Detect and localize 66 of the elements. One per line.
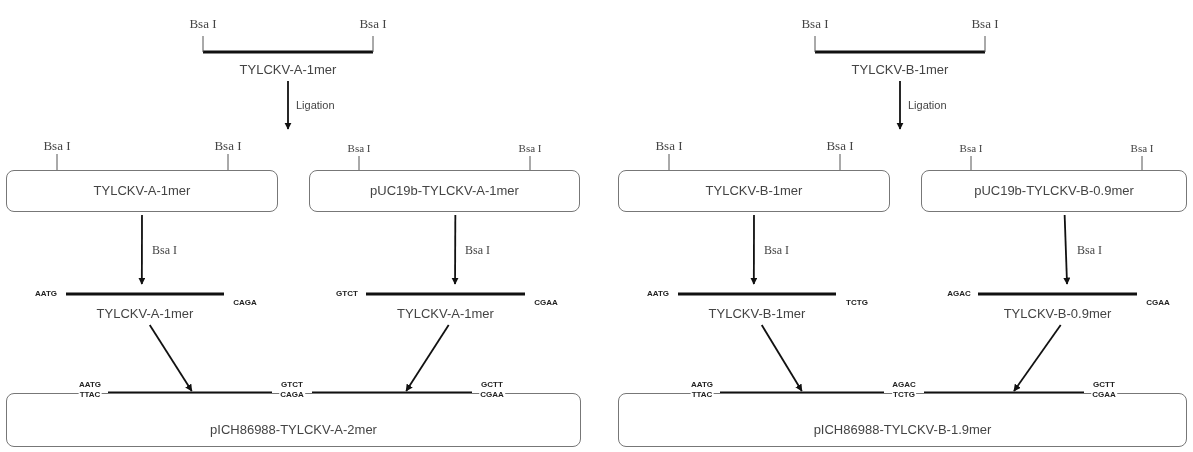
construct-name: TYLCKV-B-1mer: [851, 62, 949, 78]
restriction-site-label: Bsa I: [971, 17, 999, 31]
restriction-site-label: Bsa I: [1130, 141, 1154, 155]
construct-name: pUC19b-TYLCKV-A-1mer: [370, 183, 519, 199]
overhang-sequence: GCTT: [480, 380, 504, 390]
arrow: [760, 324, 803, 392]
plasmid-box: [309, 170, 580, 212]
plasmid-box: [921, 170, 1187, 212]
plasmid-box: [618, 393, 1187, 447]
overhang-sequence: CAGA: [232, 298, 258, 308]
arrow: [451, 214, 459, 285]
overhang-sequence: TTAC: [78, 390, 102, 400]
overhang-sequence: TTAC: [690, 390, 714, 400]
edge-label: Bsa I: [1077, 243, 1102, 257]
restriction-site-label: Bsa I: [347, 141, 371, 155]
arrow: [284, 80, 292, 130]
arrow: [750, 214, 758, 285]
edge-label: Bsa I: [465, 243, 490, 257]
overhang-sequence: CGAA: [1091, 390, 1117, 400]
overhang-sequence: TCTG: [845, 298, 869, 308]
construct-name: TYLCKV-A-1mer: [96, 306, 194, 322]
construct-name: TYLCKV-B-1mer: [708, 306, 806, 322]
overhang-sequence: AATG: [33, 289, 59, 299]
construct-name: TYLCKV-A-1mer: [93, 183, 191, 199]
overhang-sequence: AGAC: [891, 380, 917, 390]
edge-label: Ligation: [908, 98, 947, 112]
overhang-sequence: AGAC: [946, 289, 972, 299]
restriction-site-label: Bsa I: [959, 141, 983, 155]
overhang-sequence: GTCT: [280, 380, 304, 390]
overhang-sequence: CAGA: [279, 390, 305, 400]
arrow: [405, 324, 450, 392]
restriction-site-label: Bsa I: [518, 141, 542, 155]
overhang-sequence: GTCT: [335, 289, 359, 299]
restriction-site-label: Bsa I: [214, 139, 242, 153]
arrow: [1013, 324, 1062, 392]
overhang-sequence: AATG: [77, 380, 103, 390]
restriction-site-label: Bsa I: [359, 17, 387, 31]
overhang-sequence: CGAA: [533, 298, 559, 308]
arrow: [896, 80, 904, 130]
restriction-site-label: Bsa I: [826, 139, 854, 153]
restriction-site-label: Bsa I: [43, 139, 71, 153]
edge-label: Bsa I: [764, 243, 789, 257]
restriction-site-label: Bsa I: [801, 17, 829, 31]
overhang-sequence: CGAA: [479, 390, 505, 400]
plasmid-box: [6, 170, 278, 212]
restriction-site-label: Bsa I: [189, 17, 217, 31]
construct-name: pUC19b-TYLCKV-B-0.9mer: [974, 183, 1134, 199]
edge-label: Bsa I: [152, 243, 177, 257]
construct-name: TYLCKV-A-1mer: [397, 306, 494, 322]
arrow: [1063, 214, 1071, 285]
construct-name: TYLCKV-A-1mer: [239, 62, 337, 78]
overhang-sequence: AATG: [689, 380, 715, 390]
construct-name: pICH86988-TYLCKV-A-2mer: [210, 422, 377, 438]
construct-name: TYLCKV-B-1mer: [705, 183, 803, 199]
restriction-site-label: Bsa I: [655, 139, 683, 153]
overhang-sequence: TCTG: [892, 390, 916, 400]
overhang-sequence: CGAA: [1145, 298, 1171, 308]
overhang-sequence: GCTT: [1092, 380, 1116, 390]
arrow: [148, 324, 193, 392]
overhang-sequence: AATG: [645, 289, 671, 299]
edge-label: Ligation: [296, 98, 335, 112]
construct-name: TYLCKV-B-0.9mer: [1003, 306, 1112, 322]
plasmid-box: [6, 393, 581, 447]
arrow: [138, 214, 146, 285]
plasmid-box: [618, 170, 890, 212]
construct-name: pICH86988-TYLCKV-B-1.9mer: [813, 422, 992, 438]
